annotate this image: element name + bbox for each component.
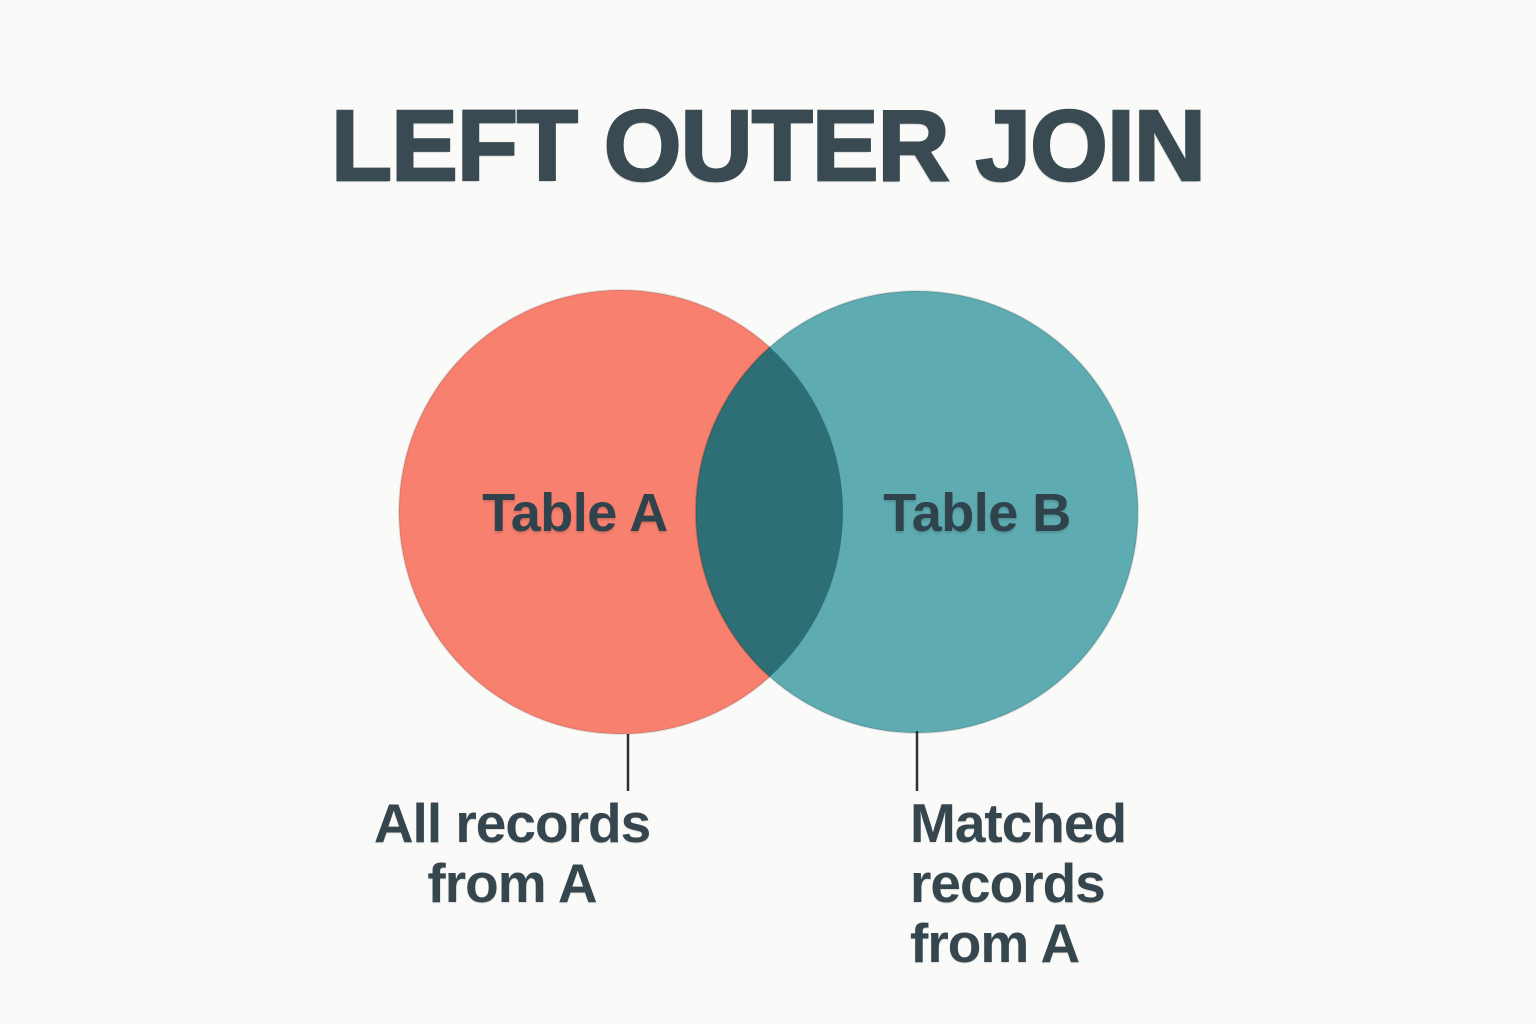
- annotation-line: from A: [427, 852, 597, 914]
- table-b-label: Table B: [883, 483, 1071, 543]
- annotation-matched-records: Matched records from A: [910, 792, 1127, 974]
- annotation-line: records: [910, 852, 1106, 914]
- annotation-line: from A: [910, 912, 1080, 974]
- annotation-line: All records: [373, 792, 651, 854]
- table-a-label: Table A: [482, 483, 668, 543]
- annotation-line: Matched: [910, 792, 1127, 854]
- page-title: LEFT OUTER JOIN: [330, 90, 1207, 202]
- overlap-region: [695, 290, 843, 734]
- annotation-all-records: All records from A: [352, 793, 672, 913]
